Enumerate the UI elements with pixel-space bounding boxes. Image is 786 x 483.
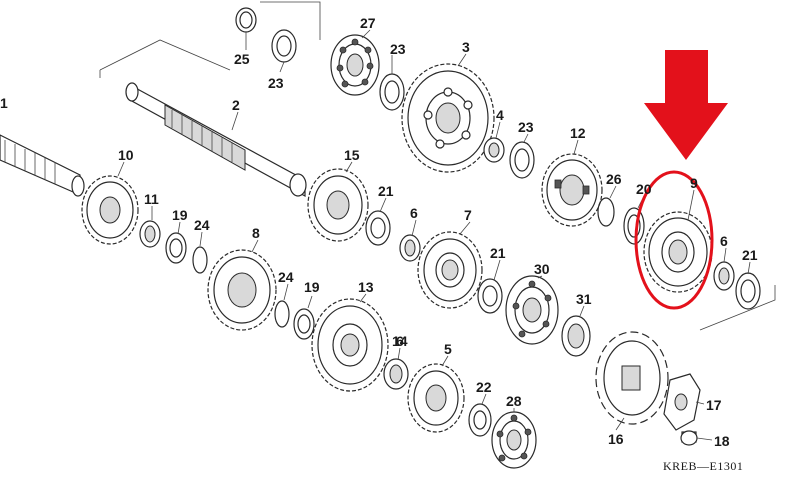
drive-sprocket-16 [595, 331, 669, 425]
washer-20 [623, 207, 645, 245]
circlip-24-top [192, 246, 208, 274]
part-label[interactable]: 24 [194, 217, 210, 233]
part-label[interactable]: 20 [636, 181, 652, 197]
part-label[interactable]: 19 [172, 207, 188, 223]
bearing-30 [505, 275, 559, 345]
highlight-ellipse [634, 170, 714, 310]
washer-19-top [165, 232, 187, 264]
part-label[interactable]: 5 [444, 341, 452, 357]
part-label[interactable]: 13 [358, 279, 374, 295]
gear-13 [311, 298, 389, 392]
part-label[interactable]: 16 [608, 431, 624, 447]
part-label[interactable]: 30 [534, 261, 550, 277]
assembly-guide-lines [99, 1, 776, 331]
bushing-4 [483, 137, 505, 163]
part-label[interactable]: 21 [490, 245, 506, 261]
part-labels: 1 2 3 4 5 6 6 6 7 8 9 10 11 12 13 14 15 … [0, 15, 758, 449]
part-label[interactable]: 24 [278, 269, 294, 285]
part-label[interactable]: 1 [0, 95, 8, 111]
circlip-24-lower [274, 300, 290, 328]
oil-seal-31 [561, 315, 591, 357]
countershaft [0, 134, 85, 197]
part-label[interactable]: 11 [144, 191, 159, 207]
gear-15 [307, 168, 369, 242]
washer-22 [468, 403, 492, 437]
down-arrow-icon [644, 50, 728, 160]
part-label[interactable]: 21 [742, 247, 758, 263]
bearing-27 [330, 34, 380, 96]
part-label[interactable]: 23 [390, 41, 406, 57]
part-label[interactable]: 27 [360, 15, 376, 31]
part-label[interactable]: 8 [252, 225, 260, 241]
bushing-6-middle [399, 234, 421, 262]
part-label[interactable]: 22 [476, 379, 492, 395]
washer-21-far-right [735, 272, 761, 310]
part-label[interactable]: 9 [690, 175, 698, 191]
fixing-plate-17 [663, 373, 701, 431]
part-label[interactable]: 25 [234, 51, 250, 67]
bearing-28 [491, 411, 537, 469]
gear-8 [207, 249, 277, 331]
part-label[interactable]: 19 [304, 279, 320, 295]
circlip-25 [235, 7, 257, 33]
part-label[interactable]: 18 [714, 433, 730, 449]
part-label[interactable]: 3 [462, 39, 470, 55]
bushing-6-right [713, 261, 735, 291]
part-label[interactable]: 23 [268, 75, 284, 91]
part-label[interactable]: 23 [518, 119, 534, 135]
part-label[interactable]: 14 [392, 333, 408, 349]
gear-12 [541, 153, 603, 227]
mainshaft [125, 82, 307, 198]
diagram-code: KREB—E1301 [663, 459, 743, 473]
highlight-marker [634, 50, 728, 310]
circlip-26 [597, 197, 615, 227]
gear-3 [401, 63, 495, 173]
leader-lines [117, 29, 751, 441]
part-label[interactable]: 26 [606, 171, 622, 187]
gear-5 [407, 363, 465, 433]
part-label[interactable]: 15 [344, 147, 360, 163]
part-label[interactable]: 28 [506, 393, 522, 409]
part-label[interactable]: 6 [720, 233, 728, 249]
part-label[interactable]: 17 [706, 397, 722, 413]
part-label[interactable]: 2 [232, 97, 240, 113]
gear-7 [417, 231, 483, 309]
part-label[interactable]: 6 [396, 333, 404, 349]
gear-9 [643, 211, 713, 293]
part-label[interactable]: 4 [496, 107, 504, 123]
bushing-14 [383, 358, 409, 390]
part-label[interactable]: 21 [378, 183, 394, 199]
part-label[interactable]: 12 [570, 125, 586, 141]
bolt-18 [680, 430, 698, 446]
part-label[interactable]: 6 [410, 205, 418, 221]
washer-21-lower-middle [477, 278, 503, 314]
bushing-11 [139, 220, 161, 248]
washer-23-right [509, 141, 535, 179]
part-label[interactable]: 31 [576, 291, 592, 307]
part-label[interactable]: 7 [464, 207, 472, 223]
washer-19-lower [293, 308, 315, 340]
washer-23-top-middle [379, 73, 405, 111]
washer-23-top-left [271, 29, 297, 63]
part-label[interactable]: 10 [118, 147, 134, 163]
gear-10 [81, 175, 139, 245]
washer-21-upper-middle [365, 210, 391, 246]
